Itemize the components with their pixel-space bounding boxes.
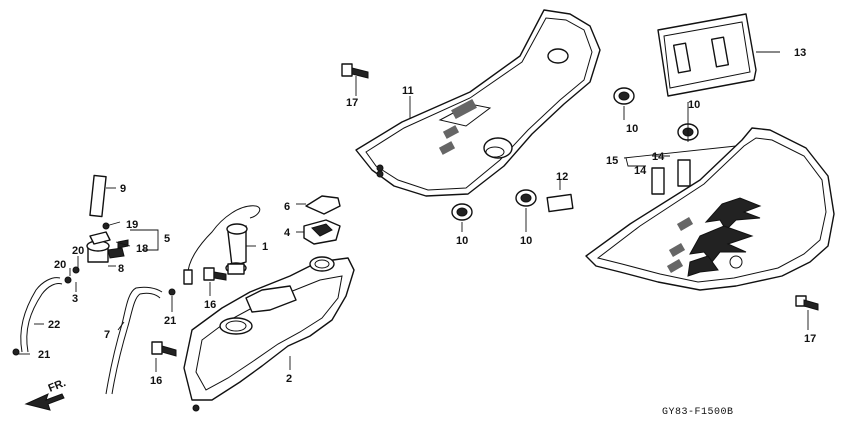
callout-2: 2: [286, 373, 292, 385]
bolt-16-middle: [203, 267, 227, 281]
front-marker-label: FR.: [47, 377, 68, 395]
callout-20-a: 20: [72, 245, 84, 257]
pump-assembly: [86, 174, 129, 263]
strip-emblems: [651, 159, 691, 195]
callout-17-b: 17: [804, 333, 816, 345]
callout-4: 4: [284, 227, 291, 239]
callout-10-b: 10: [688, 99, 700, 111]
right-side-cover: [585, 127, 835, 291]
pad: [546, 193, 574, 213]
callout-17-a: 17: [346, 97, 358, 109]
collar: [303, 219, 341, 245]
callout-5: 5: [164, 233, 170, 245]
callout-16-b: 16: [150, 375, 162, 387]
callout-8: 8: [118, 263, 124, 275]
tank-cap-with-sensor: [183, 205, 261, 285]
reservoir-tank: [183, 256, 355, 412]
top-sheet: [657, 13, 757, 97]
cap: [305, 195, 341, 215]
callout-18: 18: [136, 243, 148, 255]
callout-22: 22: [48, 319, 60, 331]
callout-15: 15: [606, 155, 618, 167]
callout-13: 13: [794, 47, 806, 59]
bolt-17-right: [795, 295, 819, 311]
callout-7: 7: [104, 329, 110, 341]
callout-10-c: 10: [456, 235, 468, 247]
callout-20-b: 20: [54, 259, 66, 271]
callout-10-d: 10: [520, 235, 532, 247]
callout-10-a: 10: [626, 123, 638, 135]
callout-6: 6: [284, 201, 290, 213]
callout-19: 19: [126, 219, 138, 231]
callout-14-b: 14: [634, 165, 647, 177]
callout-12: 12: [556, 171, 568, 183]
grommets: [451, 87, 699, 221]
callout-1: 1: [262, 241, 268, 253]
bolt-17-top: [341, 63, 369, 79]
callout-3: 3: [72, 293, 78, 305]
callout-21-b: 21: [38, 349, 50, 361]
callout-14-a: 14: [652, 151, 665, 163]
bolt-16-lower: [151, 341, 177, 357]
figure-code: GY83-F1500B: [662, 407, 734, 418]
hoses: [12, 266, 176, 395]
callout-9: 9: [120, 183, 126, 195]
callout-11: 11: [402, 85, 414, 97]
front-arrow-icon: [24, 393, 65, 411]
callout-21-a: 21: [164, 315, 176, 327]
leader-lines: [18, 51, 809, 372]
callout-labels: 1 2 3 4 5 6 7 8 9 10 10 10 10 11 12 13 1…: [38, 47, 816, 387]
callout-16-a: 16: [204, 299, 216, 311]
left-side-cover: [355, 9, 601, 197]
